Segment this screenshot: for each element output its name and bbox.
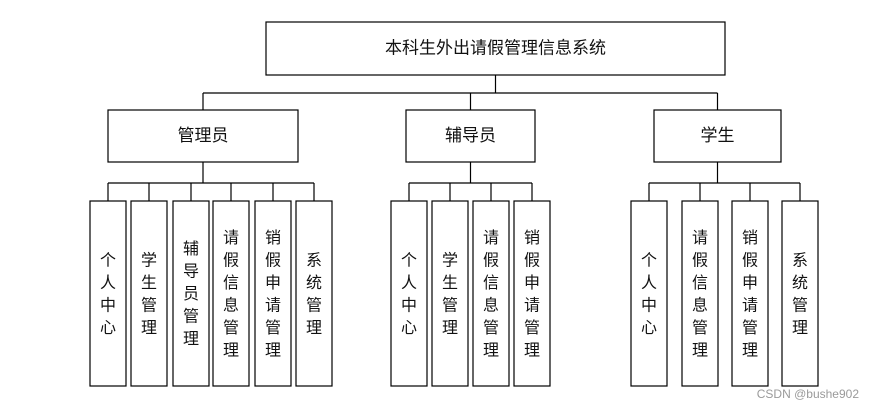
root-label: 本科生外出请假管理信息系统 (385, 39, 606, 59)
leaf-node: 学生管理 (130, 200, 168, 387)
leaf-node: 请假信息管理 (472, 200, 510, 387)
leaf-label: 辅导员管理 (183, 239, 199, 348)
leaf-node: 请假信息管理 (212, 200, 250, 387)
leaf-node: 销假申请管理 (254, 200, 292, 387)
leaf-label: 系统管理 (792, 250, 808, 337)
leaf-label: 销假申请管理 (742, 228, 758, 360)
connector-lines (107, 75, 801, 201)
leaf-node: 请假信息管理 (681, 200, 719, 387)
role-node-counselor: 辅导员 (405, 109, 536, 163)
leaf-label: 请假信息管理 (692, 228, 708, 360)
leaf-node: 销假申请管理 (513, 200, 551, 387)
leaf-label: 销假申请管理 (524, 228, 540, 360)
leaf-node: 个人中心 (390, 200, 428, 387)
leaf-nodes: 个人中心 学生管理 辅导员管理 请假信息管理 销假申请管理 系统管理 个人中心 学生管理 请假信… (89, 200, 819, 387)
leaf-label: 学生管理 (442, 250, 458, 337)
leaf-label: 请假信息管理 (483, 228, 499, 360)
leaf-node: 系统管理 (781, 200, 819, 387)
leaf-node: 个人中心 (89, 200, 127, 387)
leaf-label: 请假信息管理 (223, 228, 239, 360)
leaf-label: 学生管理 (141, 250, 157, 337)
root-node: 本科生外出请假管理信息系统 (265, 21, 726, 76)
leaf-label: 个人中心 (401, 250, 417, 337)
leaf-node: 个人中心 (630, 200, 668, 387)
role-label-counselor: 辅导员 (445, 126, 496, 146)
leaf-node: 销假申请管理 (731, 200, 769, 387)
role-label-student: 学生 (701, 126, 735, 146)
role-node-student: 学生 (653, 109, 782, 163)
leaf-label: 个人中心 (100, 250, 116, 337)
leaf-label: 系统管理 (306, 250, 322, 337)
leaf-node: 辅导员管理 (172, 200, 210, 387)
leaf-node: 学生管理 (431, 200, 469, 387)
watermark: CSDN @bushe902 (756, 387, 859, 401)
leaf-label: 销假申请管理 (265, 228, 281, 360)
role-label-admin: 管理员 (178, 126, 229, 146)
leaf-label: 个人中心 (641, 250, 657, 337)
role-node-admin: 管理员 (107, 109, 299, 163)
leaf-node: 系统管理 (295, 200, 333, 387)
